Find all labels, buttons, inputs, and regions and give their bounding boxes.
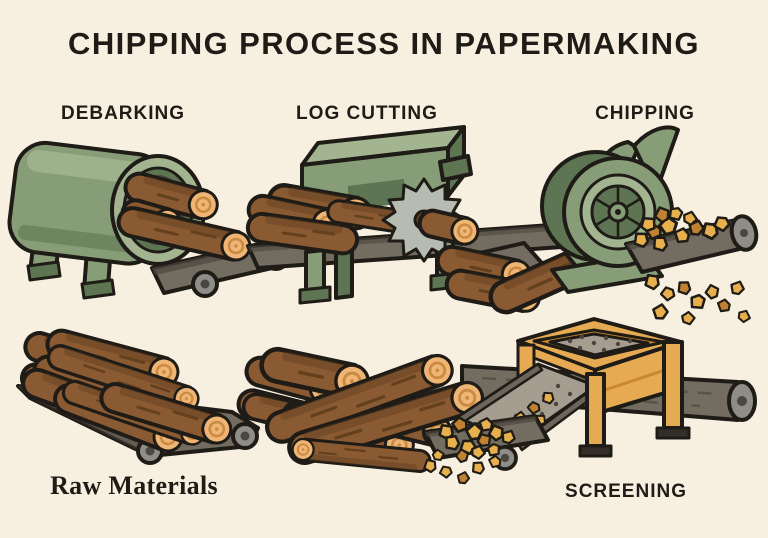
chipping-illustration (486, 125, 759, 328)
roller (191, 270, 219, 298)
debarking-illustration (7, 140, 300, 300)
screening-illustration (422, 317, 691, 486)
label-log-cutting: LOG CUTTING (296, 103, 438, 124)
label-chipping: CHIPPING (595, 103, 695, 124)
saw-bracket (438, 154, 473, 182)
page-title: CHIPPING PROCESS IN PAPERMAKING (68, 26, 700, 61)
label-screening: SCREENING (565, 481, 687, 502)
log-stack (15, 325, 237, 458)
screening-legs (578, 340, 691, 458)
raw-materials-illustration (15, 325, 260, 465)
hopper-screen (548, 332, 650, 357)
log-cutting-illustration (244, 125, 578, 316)
chipper-wheel (540, 150, 674, 268)
label-debarking: DEBARKING (60, 103, 186, 124)
falling-chips (643, 272, 752, 328)
label-raw-materials: Raw Materials (50, 471, 218, 500)
